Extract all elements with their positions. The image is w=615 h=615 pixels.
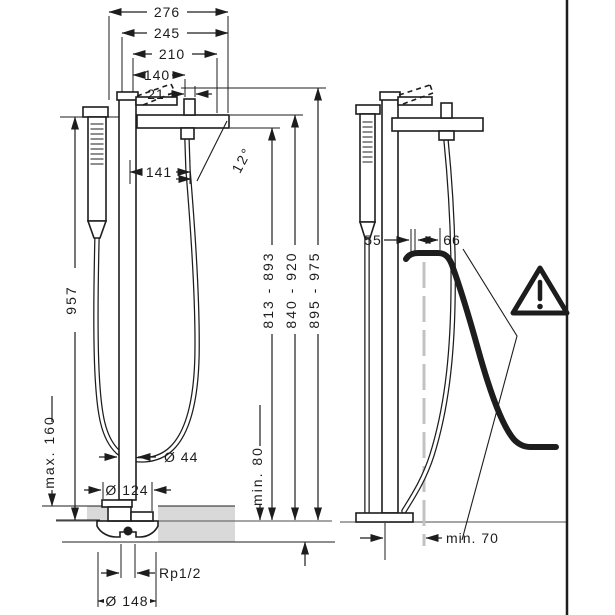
dim-210: 210 <box>159 46 185 62</box>
side-handshower-taper <box>358 221 377 239</box>
floor-section <box>42 505 335 543</box>
lever-handle <box>135 96 178 106</box>
dim-max160: max. 160 <box>41 415 57 489</box>
dim-dia124: Ø 124 <box>105 482 148 498</box>
side-base-plate <box>355 512 414 523</box>
width-dimensions: 276 245 210 140 21 <box>108 4 229 113</box>
dim-12deg: 12° <box>228 144 255 176</box>
diverter-knob <box>183 98 196 116</box>
dim-rp12: Rp1/2 <box>159 565 201 581</box>
side-riser-column <box>381 95 399 514</box>
side-lever-handle <box>397 96 433 106</box>
handshower-wand <box>87 116 107 222</box>
base-flange <box>101 499 133 508</box>
side-lever-tilted <box>398 84 434 105</box>
hose-port <box>180 127 195 140</box>
warning-triangle-icon <box>510 265 570 316</box>
dim-895-975: 895 - 975 <box>306 251 322 328</box>
shower-hose <box>93 137 200 463</box>
base-body <box>107 506 132 522</box>
base-step <box>130 511 154 522</box>
height-dimensions: 957 max. 160 min. 80 813 - 893 840 - 920… <box>41 87 335 566</box>
side-view-dimensions: 55 66 min. 70 <box>360 228 518 560</box>
side-grip-ribs <box>362 121 373 163</box>
dim-66: 66 <box>443 232 461 248</box>
dim-245: 245 <box>154 25 180 41</box>
spout <box>136 114 230 129</box>
dim-276: 276 <box>154 4 180 20</box>
handshower-holder <box>82 106 109 118</box>
dim-dia44: Ø 44 <box>164 449 198 465</box>
side-view-figure <box>340 84 567 546</box>
dim-55: 55 <box>364 232 382 248</box>
dim-813-893: 813 - 893 <box>260 251 276 328</box>
dim-dia148: Ø 148 <box>105 593 148 609</box>
dim-140: 140 <box>144 67 170 83</box>
handshower-grip-ribs <box>90 123 104 165</box>
handshower-taper <box>86 220 108 239</box>
warning-leader-line <box>461 248 518 541</box>
dim-min70: min. 70 <box>446 530 499 546</box>
detail-dimensions: 141 12° Ø 44 Ø 124 Rp1/2 Ø 148 <box>84 120 255 609</box>
front-view-figure <box>82 83 230 538</box>
height-reference-lines <box>56 87 326 521</box>
dim-min80: min. 80 <box>249 446 265 506</box>
side-hose-port <box>438 130 455 141</box>
dim-141: 141 <box>146 164 172 180</box>
dim-21: 21 <box>147 86 165 102</box>
dim-957: 957 <box>63 285 79 314</box>
side-handshower-holder <box>355 104 381 115</box>
bathtub-rim-profile <box>403 250 559 450</box>
side-riser-cap <box>379 91 401 101</box>
side-handshower-wand <box>359 113 376 223</box>
riser-column <box>118 95 137 501</box>
rough-in-body <box>96 520 159 538</box>
riser-cap <box>116 91 139 101</box>
inlet-connection-dot <box>123 526 133 536</box>
side-diverter-knob <box>440 102 453 119</box>
side-spout <box>391 117 484 132</box>
side-spout-hose <box>401 137 456 514</box>
dim-840-920: 840 - 920 <box>283 251 299 328</box>
